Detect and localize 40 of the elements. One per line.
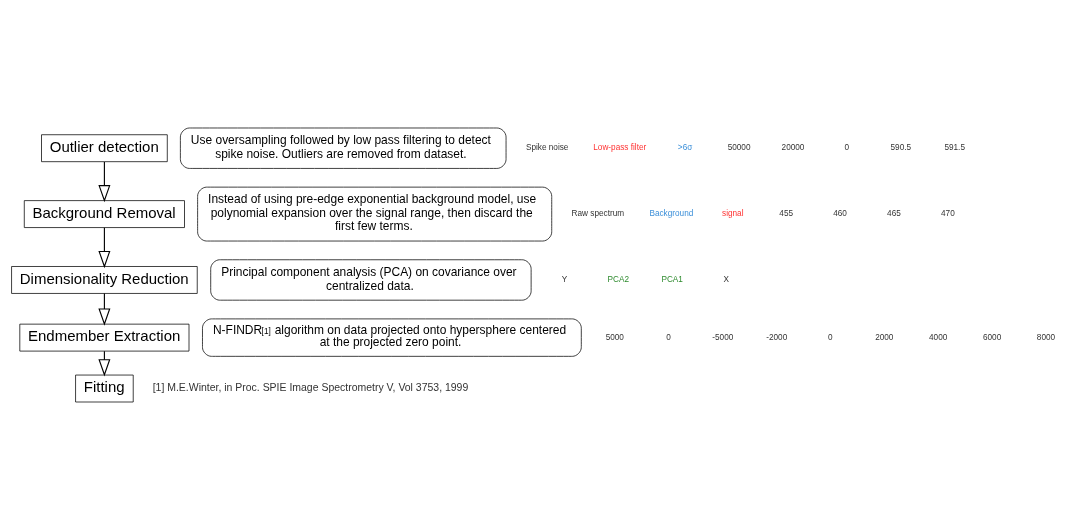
label: 20000 <box>781 142 805 152</box>
arrow <box>98 160 111 202</box>
node-box: Fitting <box>75 374 134 402</box>
label: -2000 <box>766 332 788 342</box>
label: 4000 <box>929 332 948 342</box>
label: Spike noise <box>525 142 569 152</box>
label: -5000 <box>712 332 734 342</box>
node-box: Dimensionality Reduction <box>11 265 198 294</box>
label: 460 <box>833 208 847 218</box>
label: 455 <box>779 208 794 218</box>
label: 8000 <box>1036 332 1056 342</box>
label: 465 <box>887 208 901 218</box>
node-box: Outlier detection <box>41 133 168 162</box>
label: 590.5 <box>890 142 912 152</box>
label: 470 <box>941 208 955 218</box>
label: 0 <box>666 332 671 342</box>
label: 6000 <box>982 332 1002 342</box>
label: >6σ <box>677 142 693 152</box>
label: Background <box>649 208 694 218</box>
node-box: N-FINDR[1] algorithm on data projected onto hypersphere centered at the projected zero point. <box>202 318 582 357</box>
label: 0 <box>844 142 850 152</box>
node-box: Background Removal <box>23 199 185 228</box>
label: Y <box>561 274 568 284</box>
label: PCA2 <box>607 274 629 284</box>
node-box: Instead of using pre-edge exponential background model, use polynomial expansion over the signal range, then discard the first few terms. <box>197 186 553 241</box>
label: 591.5 <box>944 142 965 152</box>
label: 2000 <box>875 332 894 342</box>
label: [1] M.E.Winter, in Proc. SPIE Image Spectrometry V, Vol 3753, 1999 <box>152 381 469 393</box>
label: 50000 <box>727 142 751 152</box>
node-box: Endmember Extraction <box>19 323 190 351</box>
label: 5000 <box>605 332 624 342</box>
label: X <box>723 274 730 284</box>
node-box: Use oversampling followed by low pass filtering to detect spike noise. Outliers are removed from dataset. <box>180 127 507 169</box>
label: Low-pass filter <box>593 142 647 152</box>
label: signal <box>722 208 744 218</box>
label: PCA1 <box>661 274 683 284</box>
label: Raw spectrum <box>571 208 625 218</box>
label: 0 <box>827 332 833 342</box>
arrow <box>98 226 111 268</box>
node-box: Principal component analysis (PCA) on covariance over centralized data. <box>210 258 532 301</box>
